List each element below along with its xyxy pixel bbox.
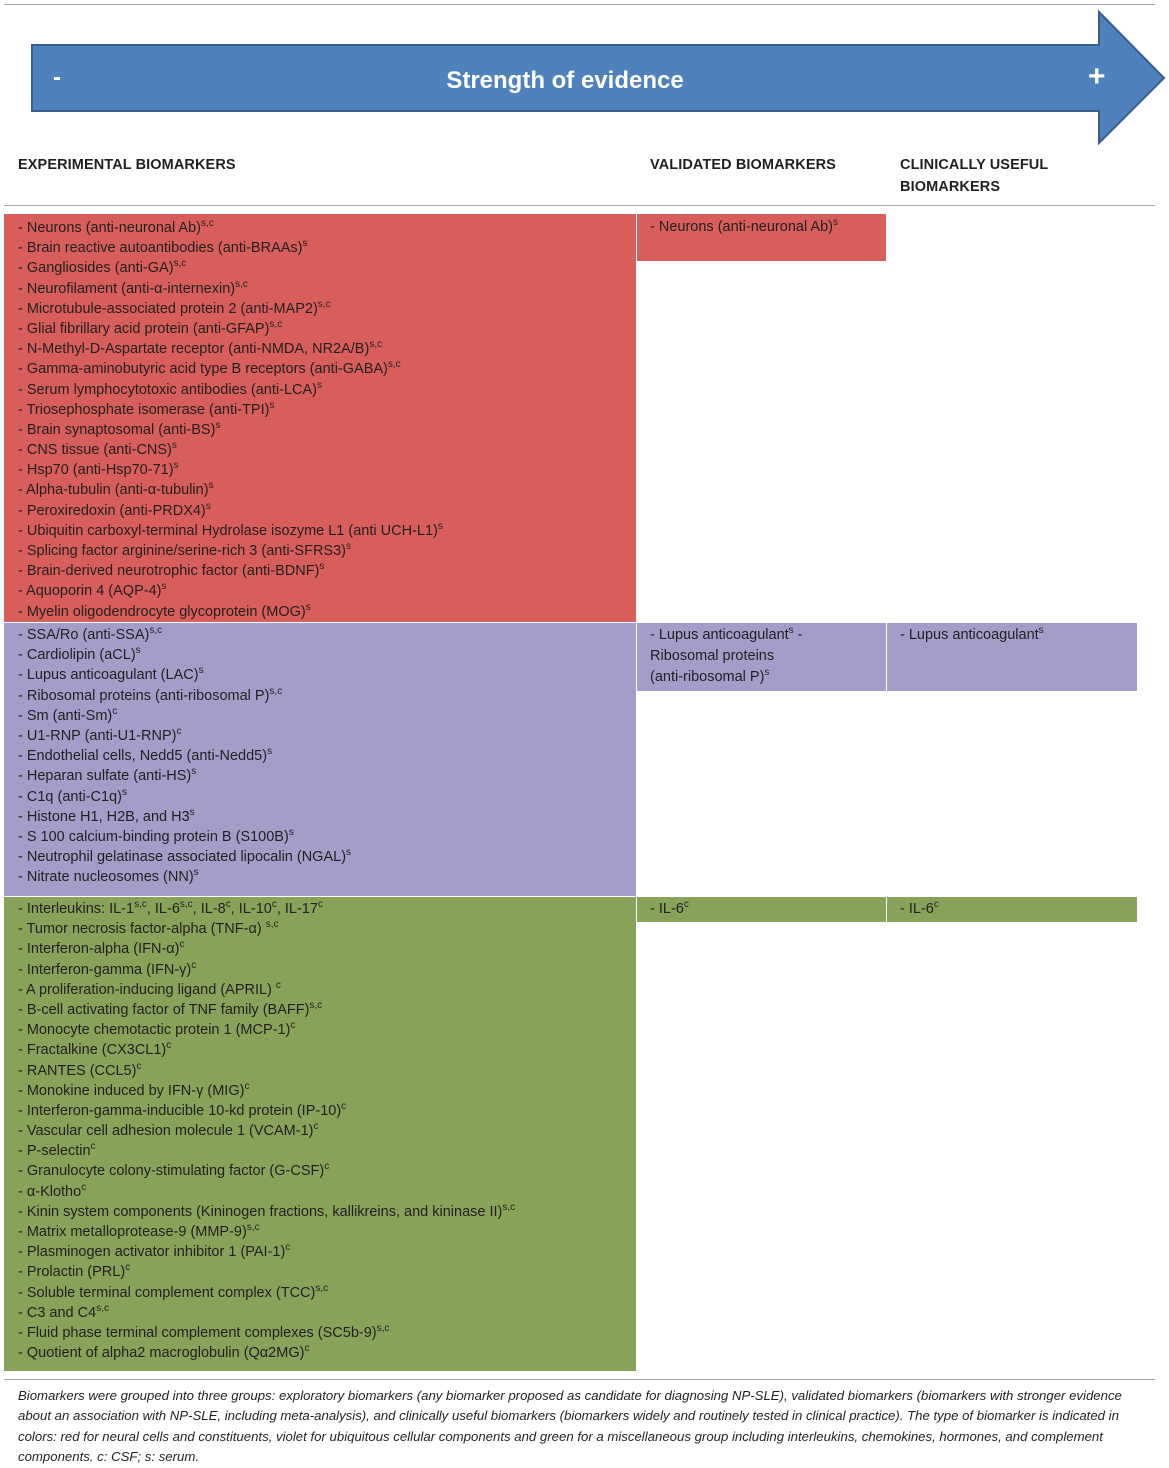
list-item: - A proliferation-inducing ligand (APRIL…	[18, 979, 281, 998]
arrow-plus-sign: +	[1088, 60, 1106, 93]
list-item: - SSA/Ro (anti-SSA)s,c	[18, 625, 163, 644]
violet-validated-block: - Lupus anticoagulants - Ribosomal prote…	[637, 623, 886, 691]
list-item: - Neutrophil gelatinase associated lipoc…	[18, 847, 352, 866]
list-item: - Kinin system components (Kininogen fra…	[18, 1201, 516, 1220]
list-item: - Microtubule-associated protein 2 (anti…	[18, 298, 331, 317]
list-item: - RANTES (CCL5)c	[18, 1060, 142, 1079]
list-item: - B-cell activating factor of TNF family…	[18, 999, 323, 1018]
list-item: - Tumor necrosis factor-alpha (TNF-α) s,…	[18, 919, 279, 938]
list-item: - Endothelial cells, Nedd5 (anti-Nedd5)s	[18, 746, 273, 765]
list-item: - Fractalkine (CX3CL1)c	[18, 1040, 172, 1059]
green-clinical-item: - IL-6c	[900, 899, 939, 918]
green-experimental-block: - Interleukins: IL-1s,c, IL-6s,c, IL-8c,…	[4, 897, 636, 1371]
header-clinical: CLINICALLY USEFUL BIOMARKERS	[900, 154, 1048, 198]
list-item: - Prolactin (PRL)c	[18, 1262, 131, 1281]
strength-of-evidence-arrow	[31, 9, 1166, 146]
list-item: - Brain synaptosomal (anti-BS)s	[18, 419, 221, 438]
list-item: - Monocyte chemotactic protein 1 (MCP-1)…	[18, 1020, 296, 1039]
list-item: - S 100 calcium-binding protein B (S100B…	[18, 826, 294, 845]
red-experimental-block: - Neurons (anti-neuronal Ab)s,c- Brain r…	[4, 214, 636, 622]
list-item: - Plasminogen activator inhibitor 1 (PAI…	[18, 1242, 291, 1261]
list-item: - C3 and C4s,c	[18, 1302, 109, 1321]
arrow-shape	[31, 9, 1166, 146]
violet-validated-item: - Lupus anticoagulants - Ribosomal prote…	[650, 625, 803, 686]
list-item: - Vascular cell adhesion molecule 1 (VCA…	[18, 1121, 319, 1140]
list-item: - C1q (anti-C1q)s	[18, 786, 127, 805]
list-item: - Aquoporin 4 (AQP-4)s	[18, 581, 167, 600]
red-validated-item: - Neurons (anti-neuronal Ab)s	[650, 217, 838, 236]
list-item: - Gamma-aminobutyric acid type B recepto…	[18, 359, 401, 378]
list-item: - Heparan sulfate (anti-HS)s	[18, 766, 197, 785]
list-item: - N-Methyl-D-Aspartate receptor (anti-NM…	[18, 339, 383, 358]
list-item: - Serum lymphocytotoxic antibodies (anti…	[18, 379, 322, 398]
list-item: - Myelin oligodendrocyte glycoprotein (M…	[18, 601, 311, 620]
green-validated-item: - IL-6c	[650, 899, 689, 918]
list-item: - Interferon-gamma-inducible 10-kd prote…	[18, 1100, 347, 1119]
violet-clinical-block: - Lupus anticoagulants	[887, 623, 1137, 691]
list-item: - Nitrate nucleosomes (NN)s	[18, 867, 199, 886]
list-item: - Peroxiredoxin (anti-PRDX4)s	[18, 500, 211, 519]
list-item: - Sm (anti-Sm)c	[18, 705, 118, 724]
list-item: - Neurofilament (anti-α-internexin)s,c	[18, 278, 248, 297]
list-item: - Monokine induced by IFN-γ (MIG)c	[18, 1080, 250, 1099]
list-item: - U1-RNP (anti-U1-RNP)c	[18, 725, 182, 744]
list-item: - Histone H1, H2B, and H3s	[18, 806, 195, 825]
list-item: - Interferon-alpha (IFN-α)c	[18, 939, 185, 958]
list-item: - α-Klothoc	[18, 1181, 87, 1200]
top-rule	[4, 4, 1155, 5]
header-experimental: EXPERIMENTAL BIOMARKERS	[18, 157, 236, 173]
list-item: - Quotient of alpha2 macroglobulin (Qα2M…	[18, 1343, 310, 1362]
arrow-title: Strength of evidence	[446, 67, 684, 94]
header-clinical-line1: CLINICALLY USEFUL	[900, 157, 1049, 173]
list-item: - Neurons (anti-neuronal Ab)s,c	[18, 218, 214, 237]
list-item: - Interferon-gamma (IFN-γ)c	[18, 959, 197, 978]
list-item: - Glial fibrillary acid protein (anti-GF…	[18, 318, 283, 337]
violet-experimental-block: - SSA/Ro (anti-SSA)s,c- Cardiolipin (aCL…	[4, 623, 636, 896]
list-item: - P-selectinc	[18, 1141, 96, 1160]
list-item: - Ubiquitin carboxyl-terminal Hydrolase …	[18, 520, 443, 539]
list-item: - Cardiolipin (aCL)s	[18, 645, 141, 664]
red-validated-block: - Neurons (anti-neuronal Ab)s	[637, 214, 886, 261]
header-validated: VALIDATED BIOMARKERS	[650, 157, 836, 173]
list-item: - Splicing factor arginine/serine-rich 3…	[18, 541, 351, 560]
list-item: - Soluble terminal complement complex (T…	[18, 1282, 329, 1301]
list-item: - Matrix metalloprotease-9 (MMP-9)s,c	[18, 1222, 260, 1241]
list-item: - Brain reactive autoantibodies (anti-BR…	[18, 238, 308, 257]
footnote: Biomarkers were grouped into three group…	[18, 1388, 1122, 1464]
list-item: - Fluid phase terminal complement comple…	[18, 1322, 390, 1341]
footnote-rule	[4, 1379, 1155, 1380]
green-experimental-list: - Interleukins: IL-1s,c, IL-6s,c, IL-8c,…	[18, 899, 515, 1363]
list-item: - Interleukins: IL-1s,c, IL-6s,c, IL-8c,…	[18, 899, 323, 918]
list-item: - Gangliosides (anti-GA)s,c	[18, 258, 187, 277]
list-item: - Alpha-tubulin (anti-α-tubulin)s	[18, 480, 214, 499]
list-item: - Hsp70 (anti-Hsp70-71)s	[18, 460, 179, 479]
list-item: - Triosephosphate isomerase (anti-TPI)s	[18, 399, 275, 418]
green-validated-block: - IL-6c	[637, 897, 886, 922]
green-clinical-block: - IL-6c	[887, 897, 1137, 922]
list-item: - Granulocyte colony-stimulating factor …	[18, 1161, 330, 1180]
header-rule	[4, 205, 1155, 206]
header-clinical-line2: BIOMARKERS	[900, 179, 1001, 195]
violet-clinical-item: - Lupus anticoagulants	[900, 625, 1044, 644]
list-item: - Ribosomal proteins (anti-ribosomal P)s…	[18, 685, 283, 704]
red-experimental-list: - Neurons (anti-neuronal Ab)s,c- Brain r…	[18, 218, 443, 622]
violet-experimental-list: - SSA/Ro (anti-SSA)s,c- Cardiolipin (aCL…	[18, 625, 351, 887]
list-item: - Brain-derived neurotrophic factor (ant…	[18, 561, 325, 580]
arrow-minus-sign: -	[53, 64, 61, 91]
list-item: - CNS tissue (anti-CNS)s	[18, 440, 177, 459]
list-item: - Lupus anticoagulant (LAC)s	[18, 665, 204, 684]
